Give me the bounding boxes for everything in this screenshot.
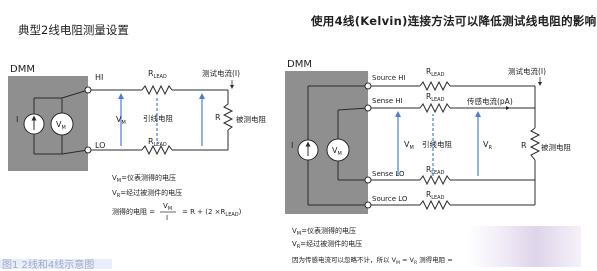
- left-terminal-hi-label: HI: [95, 73, 103, 82]
- right-source-lo-label: Source LO: [372, 195, 408, 203]
- right-terminal-sense-lo: [364, 176, 372, 184]
- right-dmm-label: DMM: [287, 59, 312, 70]
- left-dmm-box: [8, 76, 88, 171]
- right-dut-resistor: [529, 127, 541, 161]
- right-r-label: R: [521, 141, 527, 150]
- left-diagram: DMM I VM HI LO RLEAD RLEAD R 被测: [8, 64, 266, 222]
- right-dmm-box: [285, 71, 368, 214]
- right-terminal-source-lo: [364, 201, 372, 209]
- left-terminal-lo-label: LO: [95, 141, 105, 150]
- left-source-symbol: I: [16, 115, 18, 124]
- right-test-current-label: 测试电流(I): [508, 66, 546, 76]
- left-formula-prefix: 测得的电阻 =: [112, 207, 155, 216]
- left-dut-resistor: [222, 103, 234, 131]
- left-terminal-hi: [84, 86, 92, 94]
- left-vm-label: VM: [116, 115, 126, 126]
- right-lead-wires: [371, 80, 536, 211]
- circuit-diagrams: DMM I VM HI LO RLEAD RLEAD R 被测: [8, 59, 571, 266]
- caption-background: [0, 259, 112, 269]
- right-sense-current-label: 传感电流(pA): [467, 96, 513, 106]
- left-diagram-title: 典型2线电阻测量设置: [18, 23, 129, 37]
- right-dut-label: 被测电阻: [541, 142, 571, 152]
- right-voltmeter-icon: [326, 138, 350, 162]
- figure-caption: 图1 2线和4线示意图: [2, 260, 95, 271]
- right-legend-vr: VR=经过被测件的电压: [292, 239, 362, 250]
- left-rlead-top-resistor: [141, 84, 173, 96]
- right-terminal-sense-hi: [364, 104, 372, 112]
- right-legend-vm: VM=仪表测得的电压: [292, 226, 356, 237]
- right-source-symbol: I: [291, 141, 293, 150]
- left-terminal-lo: [84, 146, 92, 154]
- right-vm-label: VM: [404, 140, 414, 151]
- left-meter-label: VM: [56, 120, 66, 131]
- left-formula-suffix: = R + (2 ×RLEAD): [182, 208, 242, 218]
- right-rlead-4-label: RLEAD: [426, 190, 445, 201]
- left-rlead-bottom-label: RLEAD: [148, 137, 167, 148]
- right-rlead-1-label: RLEAD: [426, 67, 445, 78]
- left-r-label: R: [215, 113, 221, 122]
- left-rlead-top-label: RLEAD: [148, 69, 167, 80]
- left-lead-resistance-label: 引线电阻: [143, 113, 173, 123]
- right-rlead-2-label: RLEAD: [426, 92, 445, 103]
- right-note: 因为传感电流可以忽略不计，所以 VM = VR 测得电阻 =: [292, 255, 453, 266]
- right-sense-hi-label: Sense HI: [372, 97, 403, 105]
- watermark-blur: [468, 226, 581, 267]
- right-lead-resistance-label: 引线电阻: [422, 139, 452, 149]
- left-legend-vm: VM=仪表测得的电压: [112, 173, 176, 184]
- left-voltmeter-icon: [50, 112, 74, 136]
- left-formula-num: VM: [163, 202, 172, 212]
- right-rlead-3-label: RLEAD: [426, 165, 445, 176]
- right-diagram: DMM I VM Source HI Sense HI Sense LO Sou…: [285, 59, 571, 266]
- left-formula-den: I: [166, 214, 168, 222]
- left-legend-vr: VR=经过被测件的电压: [112, 188, 182, 199]
- left-dmm-label: DMM: [10, 64, 35, 75]
- left-rlead-bottom-resistor: [141, 144, 173, 156]
- left-test-current-label: 测试电流(I): [202, 68, 240, 78]
- right-diagram-title: 使用4线(Kelvin)连接方法可以降低测试线电阻的影响: [311, 14, 597, 28]
- right-sense-lo-label: Sense LO: [372, 170, 405, 178]
- right-meter-label: VM: [332, 146, 342, 157]
- right-source-hi-label: Source HI: [372, 74, 406, 82]
- left-dut-label: 被测电阻: [236, 114, 266, 124]
- right-terminal-source-hi: [364, 82, 372, 90]
- right-vr-label: VR: [483, 140, 492, 151]
